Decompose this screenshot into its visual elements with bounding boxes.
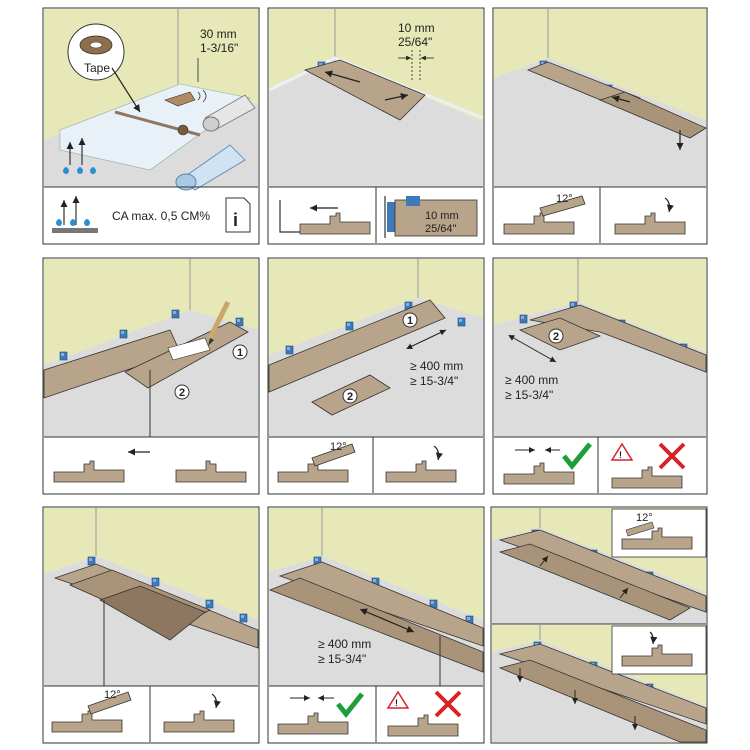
moisture-text: CA max. 0,5 CM% [112, 209, 210, 223]
min-offset-inch-c: ≥ 15-3/4" [318, 652, 366, 666]
detail-inch: 25/64" [425, 223, 457, 235]
cross-icon [658, 442, 686, 470]
angle-label-3: 12° [104, 689, 121, 701]
detail-direction [279, 200, 371, 235]
correct-joint [503, 442, 592, 485]
min-offset-inch: ≥ 15-3/4" [410, 374, 458, 388]
min-offset-inch-b: ≥ 15-3/4" [505, 388, 553, 402]
angle-label-2: 12° [330, 441, 347, 453]
panel-9-final-rows: 12° [490, 506, 708, 744]
angle-detail-3: 12° [51, 689, 132, 733]
angle-detail-2: 12° [277, 441, 356, 483]
panel-1-underlay: Tape 30 mm 1-3/16" CA max. 0,5 CM% i [42, 7, 260, 245]
cut-detail [53, 448, 247, 483]
min-offset-mm-b: ≥ 400 mm [505, 373, 558, 387]
detail-spacer: 10 mm 25/64" [384, 196, 478, 238]
cross-icon-2 [434, 690, 462, 718]
angle-detail-4: 12° [621, 512, 693, 550]
info-icon: i [225, 197, 251, 233]
panel-4-cut-row: 1 2 [42, 257, 260, 495]
check-icon [562, 442, 592, 470]
spacer-gap-inch: 25/64" [398, 35, 432, 49]
svg-text:!: ! [619, 450, 622, 460]
check-icon-2 [336, 692, 364, 719]
board-1-label: 1 [407, 315, 413, 327]
wrong-joint: ! [610, 442, 686, 489]
membrane-roll [175, 144, 246, 191]
correct-joint-2 [277, 692, 364, 735]
step-2-label: 2 [179, 387, 185, 399]
tape-label: Tape [84, 61, 110, 75]
min-offset-mm: ≥ 400 mm [410, 359, 463, 373]
panel-3-first-row: 12° [492, 7, 708, 245]
wall-gap-mm: 30 mm [200, 27, 237, 41]
panel-2-spacers: 10 mm 25/64" 10 mm 25/64" [267, 7, 485, 245]
board-2-label-b: 2 [553, 331, 559, 343]
moisture-icon [52, 196, 98, 233]
underlay-roll [177, 94, 256, 136]
panel-8-row-stagger: ≥ 400 mm ≥ 15-3/4" ! [267, 506, 485, 744]
panel-7-row-angle: 12° [42, 506, 260, 744]
spacer-gap-mm: 10 mm [398, 21, 435, 35]
lock-detail-3 [163, 693, 235, 733]
board-2-label: 2 [347, 391, 353, 403]
warning-icon [610, 442, 634, 461]
warning-icon-2 [386, 690, 410, 709]
panel-5-second-row: 1 2 ≥ 400 mm ≥ 15-3/4" 12° [267, 257, 485, 495]
min-offset-mm-c: ≥ 400 mm [318, 637, 371, 651]
svg-text:i: i [233, 210, 238, 230]
panel-6-stagger: 2 ≥ 400 mm ≥ 15-3/4" ! [492, 257, 708, 495]
angle-detail: 12° [503, 193, 586, 235]
angle-label: 12° [556, 193, 573, 205]
lock-detail [614, 197, 686, 235]
moisture-arrows [63, 138, 96, 174]
svg-text:!: ! [395, 698, 398, 708]
step-1-label: 1 [237, 347, 243, 359]
lock-detail-4 [621, 631, 693, 667]
tape-callout: Tape [67, 23, 125, 81]
wall-gap-inch: 1-3/16" [200, 41, 238, 55]
angle-label-4: 12° [636, 512, 653, 524]
lock-detail-2 [385, 445, 457, 483]
detail-mm: 10 mm [425, 210, 459, 222]
wrong-joint-2: ! [386, 690, 462, 737]
